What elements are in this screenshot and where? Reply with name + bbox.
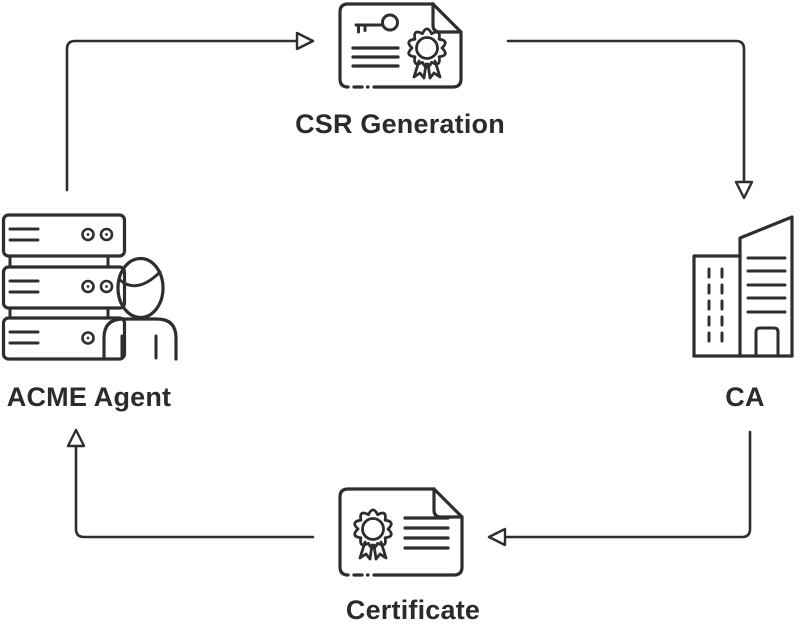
- user-icon: [102, 317, 178, 361]
- office-buildings-icon: [692, 215, 794, 358]
- arrowhead-up-icon: [66, 428, 86, 448]
- csr-generation-label: CSR Generation: [295, 109, 505, 139]
- arrow-certificate-to-agent: [66, 428, 315, 539]
- certificate-with-key-icon: [338, 2, 463, 89]
- arrow-ca-to-certificate: [487, 430, 752, 547]
- arrowhead-right-icon: [295, 31, 315, 51]
- certificate-with-ribbon-icon: [338, 487, 464, 577]
- arrow-agent-to-csr: [65, 31, 315, 192]
- certificate-label: Certificate: [345, 595, 481, 625]
- server-stack-with-user-icon: [1, 213, 178, 361]
- acme-agent-label: ACME Agent: [6, 382, 172, 412]
- arrow-csr-to-ca: [506, 39, 754, 200]
- arrowhead-down-icon: [734, 180, 754, 200]
- ca-label: CA: [725, 382, 765, 412]
- arrowhead-left-icon: [487, 527, 507, 547]
